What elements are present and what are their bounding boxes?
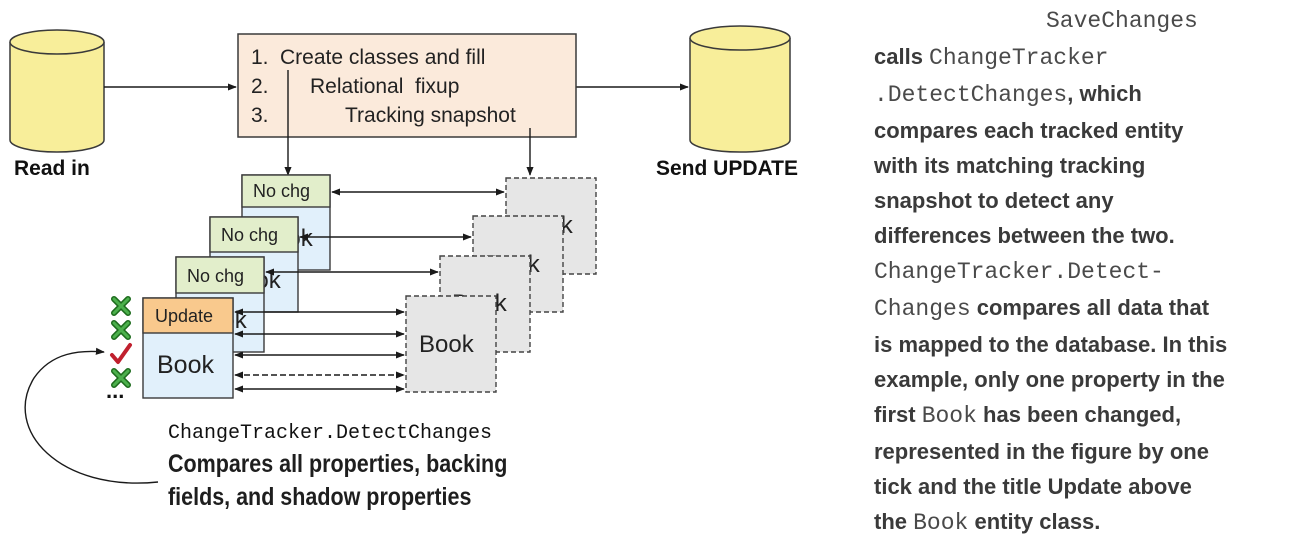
side-text-l12-pre: first <box>874 402 922 427</box>
step-2-number: 2. <box>251 75 269 98</box>
cross-icon <box>111 368 131 388</box>
database-send-icon <box>689 25 791 153</box>
entity-2-header: No chg <box>221 225 278 245</box>
entity-3-header: No chg <box>187 266 244 286</box>
annotation-curve-arrow <box>24 347 159 484</box>
entity-1-header: No chg <box>253 181 310 201</box>
database-read-label: Read in <box>14 157 90 180</box>
detect-changes-label: ChangeTracker.DetectChanges <box>168 422 492 445</box>
side-code-savechanges: SaveChanges <box>1046 8 1198 34</box>
caption-line-2: fields, and shadow properties <box>168 483 472 511</box>
caption: Compares all properties, backing fields,… <box>168 448 507 514</box>
cross-icon <box>111 320 131 340</box>
side-text-l7: differences between the two. <box>874 223 1175 248</box>
change-tracking-diagram: Read in Send UPDATE 1. Create classes an… <box>9 25 798 484</box>
side-code-detect: ChangeTracker.Detect- <box>874 259 1164 285</box>
side-text-l13: represented in the figure by one <box>874 439 1209 464</box>
caption-line-1: Compares all properties, backing <box>168 450 508 478</box>
entity-4-updated: Update Book <box>142 297 234 399</box>
database-read-icon <box>9 29 105 153</box>
step-1-text: Create classes and fill <box>280 46 485 69</box>
side-text-l15-pre: the <box>874 509 914 534</box>
side-text-l2: calls <box>874 44 930 69</box>
side-code-book-2: Book <box>913 510 969 536</box>
side-text-l12-post: has been changed, <box>976 402 1182 427</box>
tick-icon <box>110 343 132 364</box>
side-text-l11: example, only one property in the <box>874 367 1225 392</box>
side-code-book-1: Book <box>921 403 977 429</box>
side-text-l6: snapshot to detect any <box>874 188 1114 213</box>
side-code-detectchanges: .DetectChanges <box>874 82 1068 108</box>
side-code-changetracker: ChangeTracker <box>929 45 1109 71</box>
side-code-changes: Changes <box>874 296 971 322</box>
snapshot-copy-4-label: Book <box>419 331 475 358</box>
entity-4-header: Update <box>155 306 213 326</box>
cross-icon <box>111 296 131 316</box>
side-explanation: SaveChanges calls ChangeTracker .DetectC… <box>874 2 1294 541</box>
step-3-number: 3. <box>251 104 269 127</box>
side-text-l15-post: entity class. <box>968 509 1101 534</box>
snapshot-copy-4: Book <box>405 295 497 393</box>
step-2-text: Relational fixup <box>310 75 459 98</box>
property-ellipsis: ... <box>106 378 124 403</box>
side-text-l5: with its matching tracking <box>874 153 1146 178</box>
side-text-l4: compares each tracked entity <box>874 118 1184 143</box>
step-3-text: Tracking snapshot <box>345 104 516 127</box>
database-send-label: Send UPDATE <box>656 157 798 180</box>
process-box <box>237 33 577 138</box>
step-1-number: 1. <box>251 46 269 69</box>
side-text-l3: , which <box>1067 81 1142 106</box>
side-text-l10: is mapped to the database. In this <box>874 332 1228 357</box>
side-text-l14: tick and the title Update above <box>874 474 1192 499</box>
side-text-l9: compares all data that <box>970 295 1210 320</box>
entity-4-body: Book <box>157 351 214 379</box>
